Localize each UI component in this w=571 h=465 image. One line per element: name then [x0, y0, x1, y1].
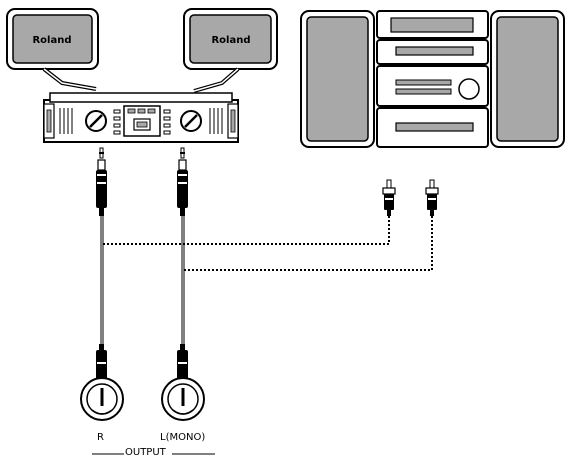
speaker-right-brand: Roland [211, 35, 250, 46]
jack-label-l-mono: L(MONO) [160, 432, 206, 443]
output-group-label: OUTPUT [125, 447, 166, 458]
phone-plug-top-left [177, 147, 188, 216]
speaker-right: Roland [183, 8, 278, 70]
stereo-system [300, 10, 565, 148]
output-jack-r [80, 377, 124, 421]
rca-plug-1 [382, 179, 396, 216]
phone-plug-top-right [96, 147, 107, 216]
amp-right-knob [180, 110, 202, 132]
speaker-cables [42, 67, 240, 93]
phone-cables [100, 216, 185, 348]
alternate-connection-lines [102, 216, 433, 271]
rca-plug-2 [425, 179, 439, 216]
jack-label-r: R [97, 432, 104, 443]
speaker-left: Roland [6, 8, 99, 70]
output-jack-l-mono [161, 377, 205, 421]
speaker-left-brand: Roland [32, 35, 71, 46]
amp-left-knob [85, 110, 107, 132]
power-amplifier [43, 92, 239, 143]
